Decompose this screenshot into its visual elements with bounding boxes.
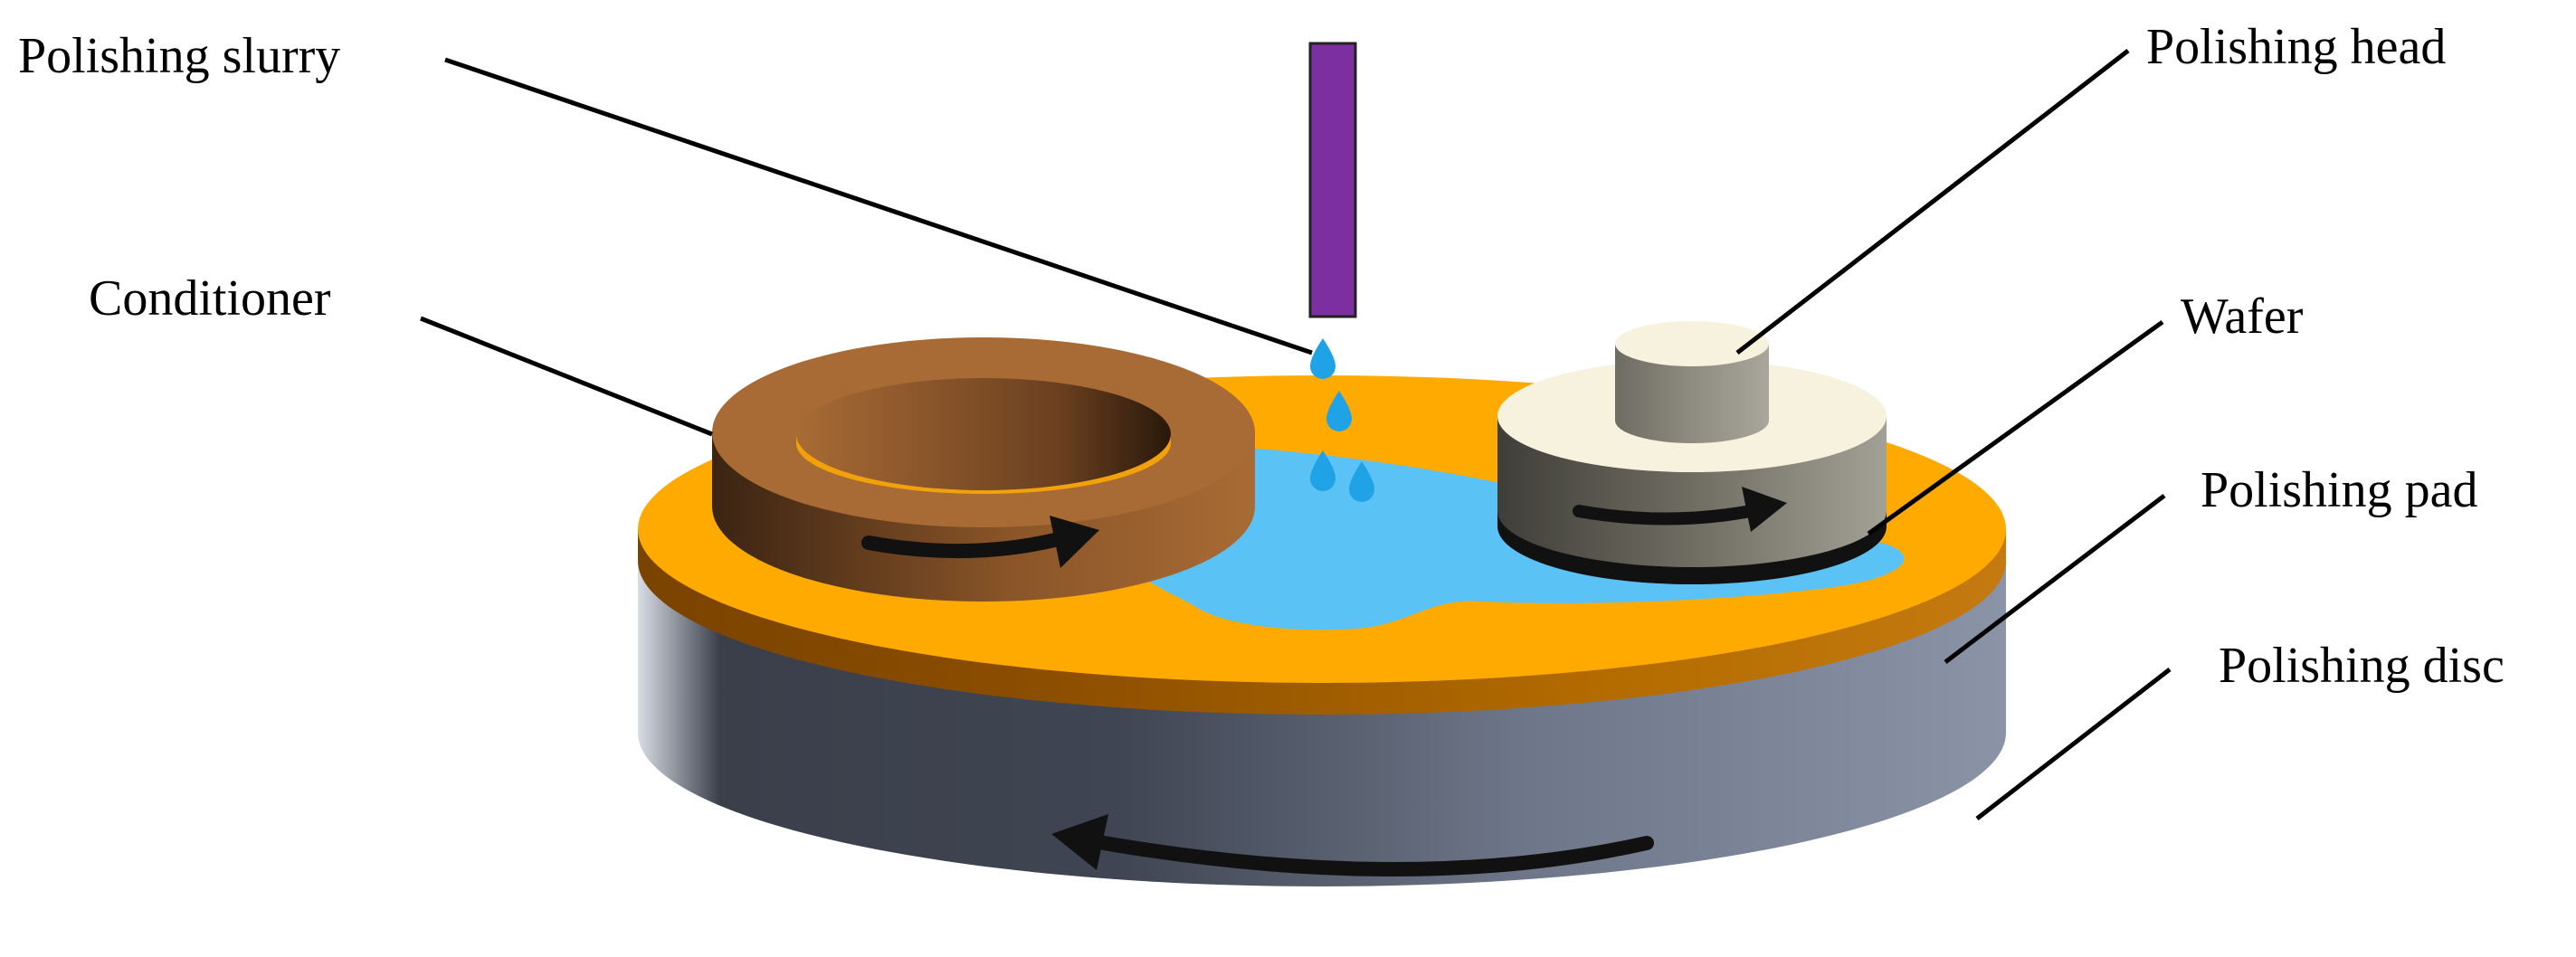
label-wafer: Wafer [2181,289,2304,345]
leader-line-wafer [1867,319,2164,536]
slurry-drops [1310,338,1374,502]
conditioner-rotation-arrow [861,532,1066,559]
leader-line-polishing-disc [1975,668,2172,820]
leader-line-polishing-slurry [444,57,1313,355]
conditioner-arrowhead [1050,516,1099,568]
disc-rotation-arrow [1097,836,1654,876]
label-polishing-pad: Polishing pad [2201,462,2478,518]
slurry-drop [1326,391,1352,431]
label-polishing-head: Polishing head [2146,19,2447,75]
slurry-drop [1310,450,1336,491]
leader-lines [420,49,2172,820]
leader-line-polishing-pad [1944,494,2166,664]
head-arrowhead [1742,487,1787,532]
slurry-drop [1310,338,1336,379]
conditioner [712,337,1255,602]
label-polishing-slurry: Polishing slurry [18,28,341,84]
head-rotation-arrow [1573,505,1757,526]
label-conditioner: Conditioner [89,270,331,327]
slurry-nozzle [1308,42,1357,318]
disc-arrowhead [1051,814,1108,870]
wafer [1497,508,1887,583]
slurry-drop [1349,461,1374,502]
label-polishing-disc: Polishing disc [2219,638,2505,694]
polishing-head [1497,321,1887,584]
leader-line-conditioner [420,316,713,437]
leader-line-polishing-head [1735,49,2130,355]
